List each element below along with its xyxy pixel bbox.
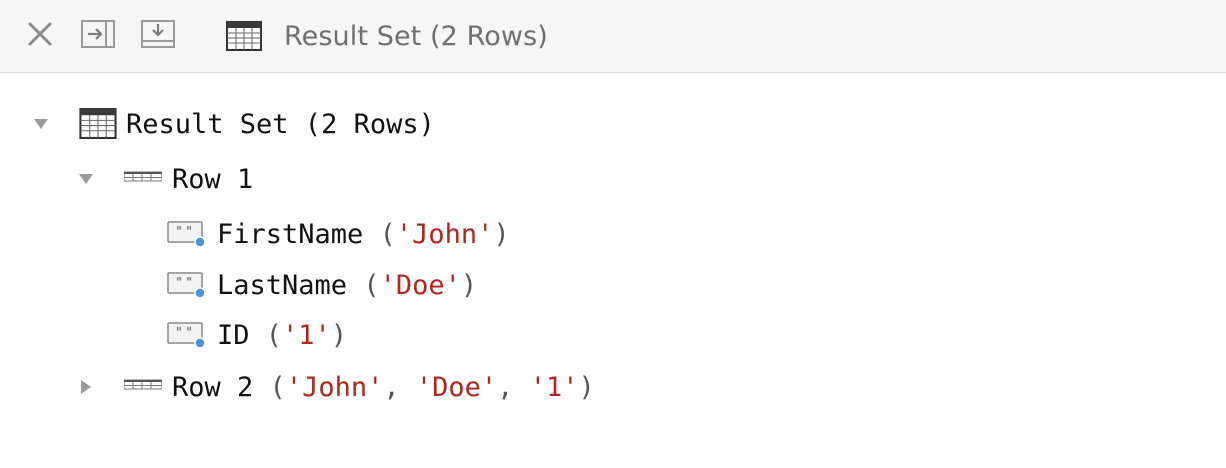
toolbar: Result Set (2 Rows) <box>0 0 1226 73</box>
close-paren: ) <box>578 371 595 403</box>
close-paren: ) <box>330 319 348 351</box>
open-paren: ( <box>269 371 286 403</box>
open-paren: ( <box>265 319 283 351</box>
table-icon <box>226 21 262 51</box>
disclosure-expanded-icon[interactable] <box>76 169 96 189</box>
string-field-icon: " " <box>167 221 206 248</box>
open-paren: ( <box>363 269 380 301</box>
row-2-value-2: 'Doe' <box>415 371 498 403</box>
disclosure-collapsed-icon[interactable] <box>76 377 96 397</box>
tree-node-field-lastname[interactable]: " " LastName ('Doe') <box>0 263 700 307</box>
export-button[interactable] <box>138 14 178 54</box>
download-icon <box>141 20 175 48</box>
close-icon <box>28 22 52 46</box>
disclosure-expanded-icon[interactable] <box>31 114 51 134</box>
string-field-icon: " " <box>167 322 206 349</box>
tree-node-field-id[interactable]: " " ID ('1') <box>0 313 700 357</box>
result-tree: Result Set (2 Rows) Row 1 " " FirstName <box>0 73 1226 468</box>
result-set-label: Result Set (2 Rows) <box>126 108 435 140</box>
toolbar-title-group: Result Set (2 Rows) <box>226 0 548 72</box>
table-icon <box>79 108 117 139</box>
tree-node-result-set[interactable]: Result Set (2 Rows) <box>0 102 600 146</box>
tree-node-row-2[interactable]: Row 2 ('John', 'Doe', '1') <box>0 365 800 409</box>
separator: , <box>497 371 514 403</box>
step-into-icon <box>81 20 115 48</box>
svg-text:" ": " " <box>176 276 192 291</box>
row-icon <box>124 171 162 182</box>
field-value: 'Doe' <box>379 269 461 301</box>
row-2-label: Row 2 <box>172 371 254 403</box>
separator: , <box>383 371 400 403</box>
row-icon <box>124 379 162 390</box>
step-into-button[interactable] <box>78 14 118 54</box>
field-name: ID <box>217 319 250 351</box>
close-button[interactable] <box>20 14 60 54</box>
field-value: 'John' <box>395 218 494 250</box>
field-name: FirstName <box>217 218 364 250</box>
tree-node-row-1[interactable]: Row 1 <box>0 157 600 201</box>
field-value: '1' <box>282 319 331 351</box>
svg-text:" ": " " <box>176 225 192 240</box>
close-paren: ) <box>460 269 478 301</box>
close-paren: ) <box>493 218 510 250</box>
field-name: LastName <box>217 269 348 301</box>
toolbar-title: Result Set (2 Rows) <box>284 20 548 52</box>
row-2-value-1: 'John' <box>285 371 384 403</box>
row-1-label: Row 1 <box>172 163 254 195</box>
tree-node-field-firstname[interactable]: " " FirstName ('John') <box>0 212 700 256</box>
string-field-icon: " " <box>167 272 206 299</box>
open-paren: ( <box>379 218 396 250</box>
svg-text:" ": " " <box>176 326 192 341</box>
row-2-value-3: '1' <box>529 371 579 403</box>
